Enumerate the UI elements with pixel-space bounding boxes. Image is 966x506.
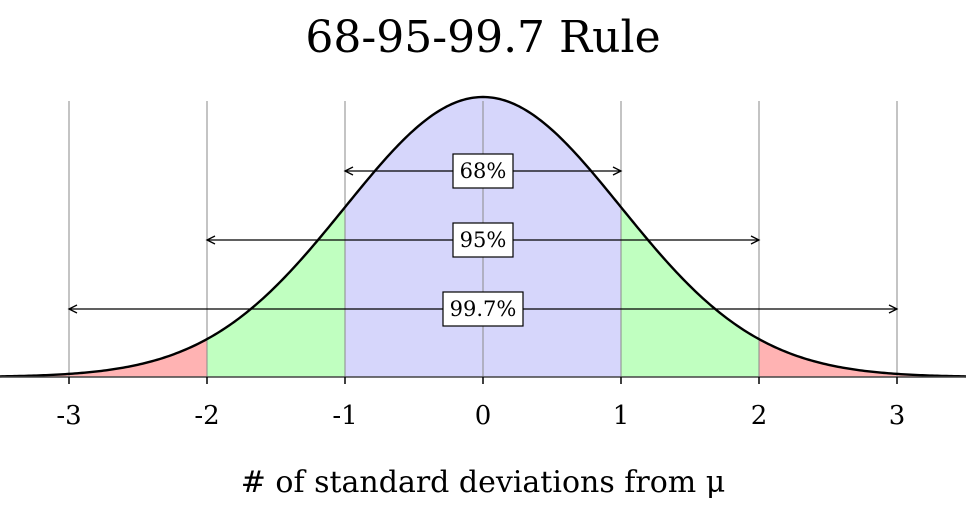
tick-label: -3 (56, 401, 81, 431)
band-label: 68% (460, 159, 507, 183)
band-label: 95% (460, 228, 507, 252)
normal-curve (0, 95, 966, 378)
region-4 (759, 339, 966, 377)
x-axis-label: # of standard deviations from μ (241, 465, 726, 500)
x-axis-ticks: -3 -2 -1 0 1 2 3 (56, 377, 905, 431)
band-arrowhead-left (67, 304, 78, 314)
band-arrowhead-right (750, 235, 761, 245)
band-arrowhead-left (205, 235, 216, 245)
tick-label: 2 (751, 401, 768, 431)
band-99.7%: 99.7% (67, 291, 899, 327)
band-label-box (452, 222, 514, 258)
chart-title: 68-95-99.7 Rule (305, 12, 660, 63)
band-label-box (452, 153, 514, 189)
tick-label: 1 (613, 401, 630, 431)
band-68%: 68% (343, 153, 623, 189)
percentage-bands: 68% 95% 99.7% (67, 153, 899, 327)
region-3 (0, 339, 207, 377)
band-label-box (442, 291, 524, 327)
tick-label: -1 (332, 401, 357, 431)
tick-label: 0 (475, 401, 492, 431)
tick-label: 3 (889, 401, 906, 431)
band-label: 99.7% (450, 297, 517, 321)
tick-label: -2 (194, 401, 219, 431)
band-arrowhead-right (888, 304, 899, 314)
band-arrowhead-right (612, 166, 623, 176)
band-arrowhead-left (343, 166, 354, 176)
band-95%: 95% (205, 222, 761, 258)
